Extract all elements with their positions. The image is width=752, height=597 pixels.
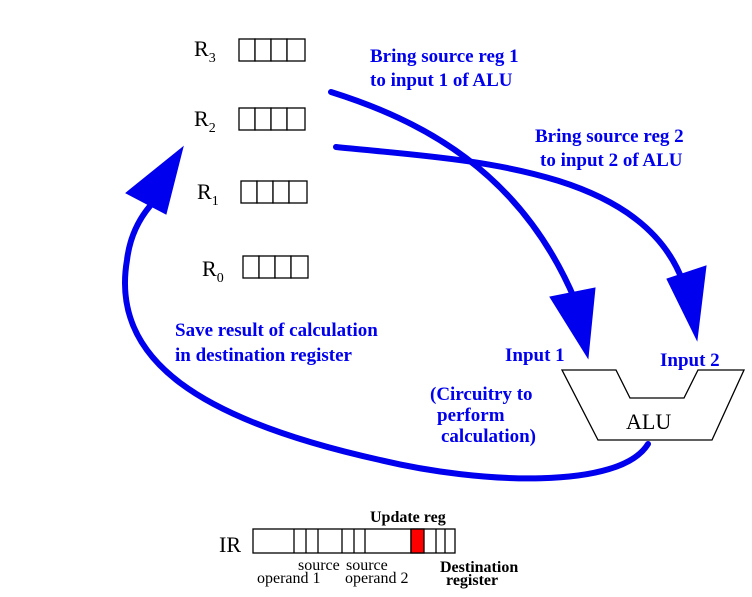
- register-r1-cells: [240, 180, 308, 204]
- arrow-src2-to-input2: [333, 144, 707, 342]
- alu: ALU: [560, 369, 746, 441]
- save-result-text-line1: Save result of calculation: [175, 320, 378, 341]
- dest-label-line1: Destination: [440, 559, 518, 576]
- alu-label: ALU: [626, 409, 671, 434]
- save-result-text-line2: in destination register: [175, 345, 353, 366]
- arrow-result-head: [125, 145, 184, 215]
- update-reg-label: Update reg: [370, 509, 446, 526]
- input1-label: Input 1: [505, 345, 565, 366]
- bring-src2-text-line1: Bring source reg 2: [535, 126, 684, 147]
- arrow-src1-to-input1: [328, 89, 596, 360]
- dest-label-line2: register: [446, 572, 498, 589]
- src-op2-label-line1: source: [346, 557, 388, 574]
- instruction-register: IR Update reg source operand 1 source op…: [219, 509, 518, 589]
- alu-shape: [560, 369, 746, 441]
- ir-dest-highlight: [410, 528, 425, 554]
- register-r2: R2: [194, 106, 306, 136]
- register-r0: R0: [202, 255, 309, 286]
- register-r2-label: R2: [194, 106, 216, 136]
- input2-label: Input 2: [660, 350, 720, 371]
- register-r1-label: R1: [197, 179, 219, 209]
- arrow-result-to-dest: [122, 145, 651, 482]
- bring-src2-text-line2: to input 2 of ALU: [540, 150, 683, 171]
- circuitry-text-line3: calculation): [441, 426, 536, 447]
- arrow-src2-head: [666, 265, 707, 342]
- circuitry-text-line2: perform: [437, 405, 505, 426]
- register-r2-cells: [238, 107, 306, 131]
- register-r0-cells: [242, 255, 309, 279]
- src-op1-label-line1: source: [298, 557, 340, 574]
- register-r3-cells: [238, 38, 306, 62]
- src-op1-label-line2: operand 1: [257, 570, 321, 587]
- bring-src1-text-line1: Bring source reg 1: [370, 46, 519, 67]
- circuitry-text-line1: (Circuitry to: [430, 384, 533, 405]
- register-r0-label: R0: [202, 256, 224, 286]
- src-op2-label-line2: operand 2: [345, 570, 409, 587]
- register-r1: R1: [197, 179, 308, 209]
- arrow-src1-head: [549, 287, 596, 360]
- register-r3-label: R3: [194, 36, 216, 66]
- bring-src1-text-line2: to input 1 of ALU: [370, 70, 513, 91]
- register-r3: R3: [194, 36, 306, 66]
- ir-label: IR: [219, 532, 241, 557]
